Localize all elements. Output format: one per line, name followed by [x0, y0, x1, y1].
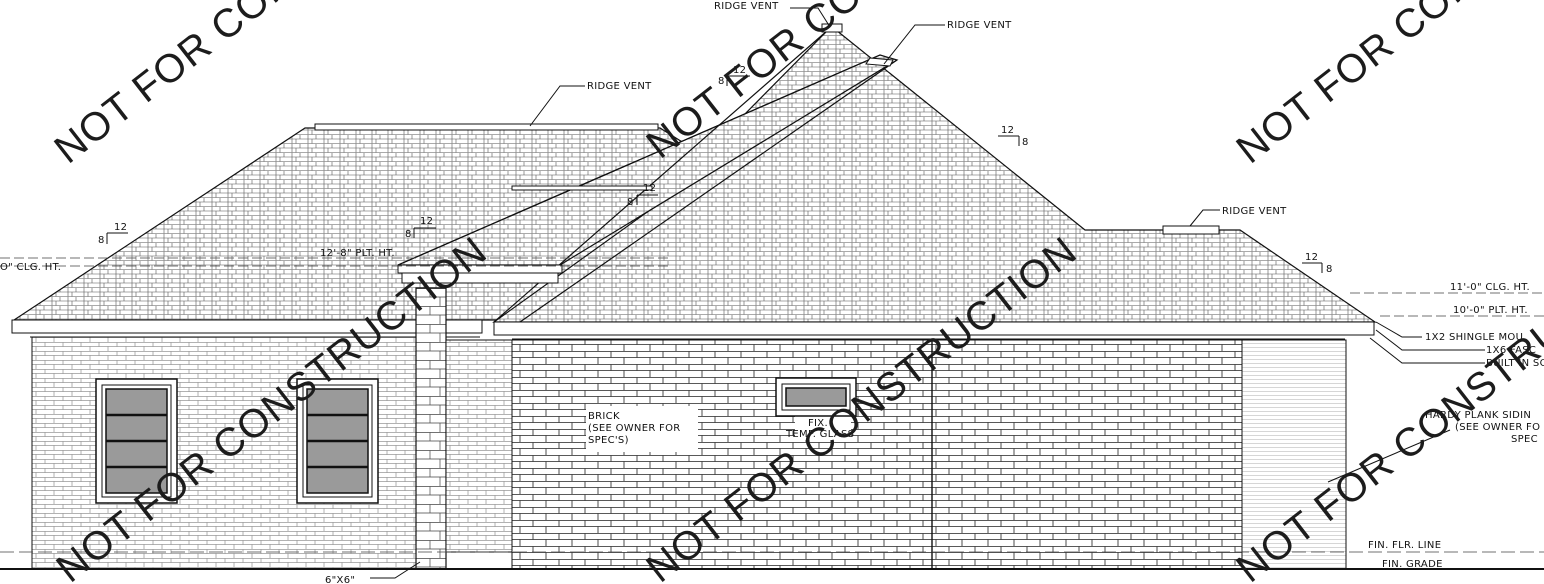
label-siding-3: SPEC: [1511, 434, 1538, 445]
gable-ridge-vent: [865, 57, 894, 67]
label-ceiling-height-left: O" CLG. HT.: [0, 262, 61, 273]
label-shingle-mould: 1X2 SHINGLE MOU: [1425, 332, 1523, 343]
leader-lines: [370, 7, 1485, 579]
pitch-run: 12: [420, 216, 433, 227]
right-ridge-vent: [1162, 225, 1220, 235]
label-soffit: BUILT IN SOFF: [1486, 358, 1544, 369]
gable-right-edge: [519, 59, 898, 323]
gable-left-edge: [397, 54, 881, 266]
label-brick-3: SPEC'S): [588, 435, 629, 446]
label-finish-grade: FIN. GRADE: [1382, 559, 1443, 570]
window-middle: [296, 378, 379, 504]
label-plate-height-left: 12'-8" PLT. HT.: [320, 248, 395, 259]
windows-group: [95, 377, 857, 504]
leader-ridge-vent-right: [883, 24, 945, 65]
pitch-mark-5: 12 8: [998, 125, 1029, 148]
pitch-rise: 8: [405, 229, 412, 240]
label-siding-2: (SEE OWNER FO: [1455, 422, 1540, 433]
leader-ridge-vent-top: [790, 7, 831, 28]
pitch-run: 12: [733, 65, 746, 76]
left-fascia: [11, 319, 483, 334]
label-brick-1: BRICK: [588, 411, 620, 422]
recessed-wall: [445, 339, 513, 553]
leader-siding: [1327, 429, 1451, 483]
pitch-run: 12: [643, 183, 656, 194]
dimension-lines: [0, 257, 1544, 570]
leader-shingle-mould: [1375, 321, 1422, 338]
pitch-rise: 8: [1326, 264, 1333, 275]
watermark-3: NOT FOR CONSTRUCTION: [1228, 0, 1544, 172]
label-ridge-vent-top: RIDGE VENT: [714, 1, 779, 12]
leader-ridge-vent-left: [529, 85, 585, 127]
right-fascia: [493, 321, 1375, 336]
label-plate-height-right: 10'-0" PLT. HT.: [1453, 305, 1528, 316]
pitch-rise: 8: [718, 76, 725, 87]
pitch-mark-6: 12 8: [1302, 252, 1333, 275]
gable-cornice-lower: [401, 272, 559, 284]
label-window-fix-1: FIX.: [808, 418, 828, 429]
mid-ridge-vent: [511, 185, 653, 191]
window-fixed: [775, 377, 857, 417]
label-ridge-vent-left: RIDGE VENT: [587, 81, 652, 92]
label-column-note: 6"X6": [325, 575, 355, 584]
label-window-fix-2: TEMP. GLASS: [785, 429, 854, 440]
siding-wall: [1241, 339, 1347, 570]
leader-soffit: [1369, 337, 1485, 364]
brick-note-mask: [586, 406, 698, 452]
left-ridge-vent: [314, 123, 659, 131]
pitch-rise: 8: [1022, 137, 1029, 148]
pitch-mark-2: 12 8: [405, 216, 436, 240]
pitch-run: 12: [1001, 125, 1014, 136]
top-ridge-vent: [821, 23, 843, 33]
label-ridge-vent-far-right: RIDGE VENT: [1222, 206, 1287, 217]
label-finish-floor: FIN. FLR. LINE: [1368, 540, 1441, 551]
pitch-marks: 12 8 12 8 12 8 12 8 12 8 12 8: [98, 65, 1333, 275]
label-brick-2: (SEE OWNER FOR: [588, 423, 681, 434]
pitch-mark-4: 12 8: [627, 183, 658, 208]
stone-column: [415, 287, 447, 570]
leader-fascia: [1375, 329, 1485, 351]
label-ceiling-height-right: 11'-0" CLG. HT.: [1450, 282, 1530, 293]
pitch-mark-1: 12 8: [98, 222, 128, 246]
label-ridge-vent-right: RIDGE VENT: [947, 20, 1012, 31]
pitch-rise: 8: [98, 235, 105, 246]
window-note-mask: [795, 416, 851, 440]
label-fascia: 1X6 FASC: [1486, 345, 1536, 356]
pitch-run: 12: [1305, 252, 1318, 263]
leader-column: [370, 561, 421, 579]
pitch-mark-3: 12 8: [718, 65, 750, 87]
pitch-run: 12: [114, 222, 127, 233]
pitch-rise: 8: [627, 197, 634, 208]
leader-ridge-vent-far-right: [1189, 209, 1220, 227]
label-siding-1: HARDY PLANK SIDIN: [1425, 410, 1531, 421]
window-left: [95, 378, 178, 504]
roof-group: [11, 23, 1377, 340]
